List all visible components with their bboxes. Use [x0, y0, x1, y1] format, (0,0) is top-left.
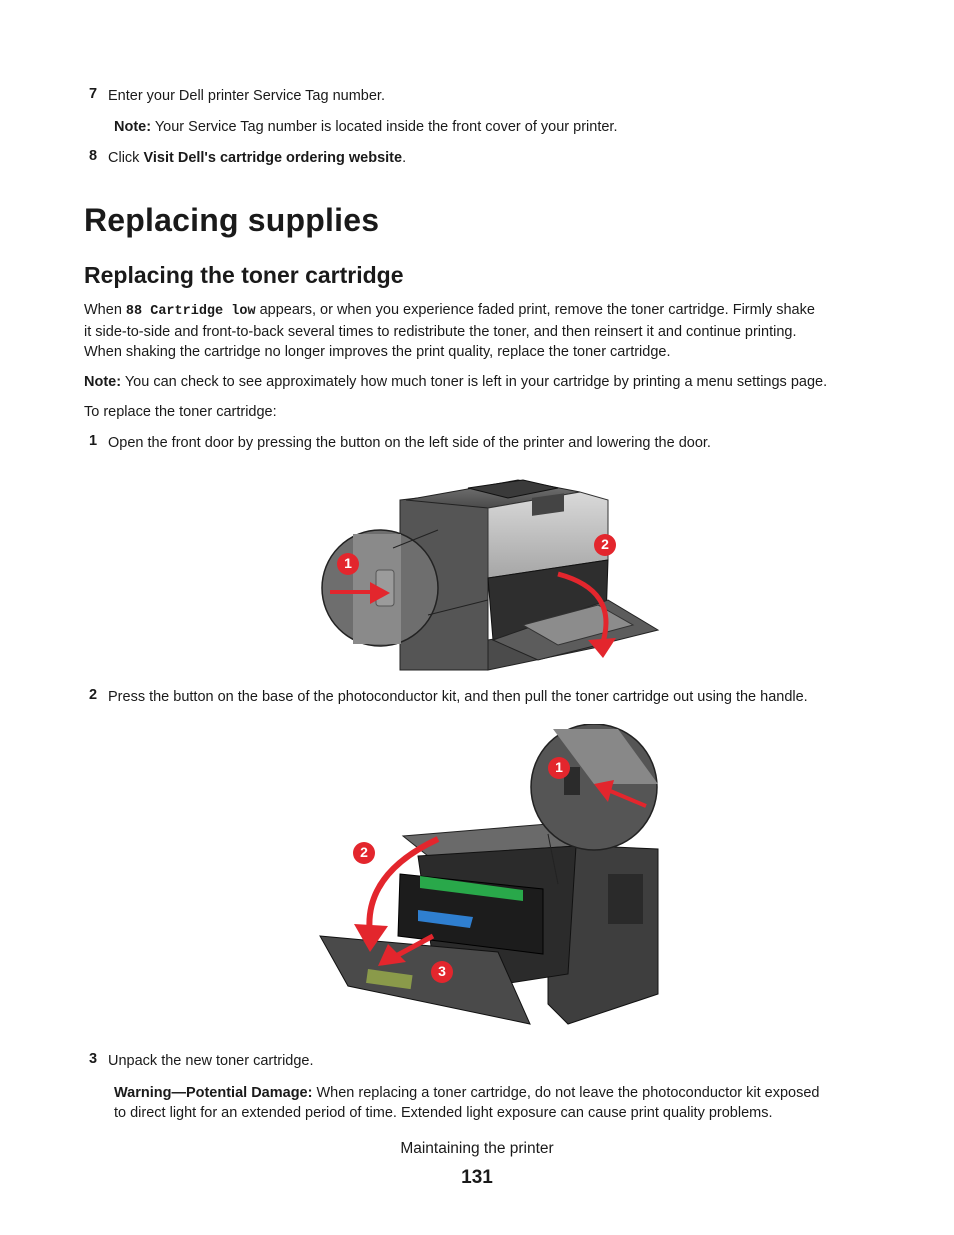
- callout-1: 1: [555, 759, 563, 775]
- note-text: Your Service Tag number is located insid…: [151, 119, 618, 135]
- step-text: Unpack the new toner cartridge.: [108, 1053, 314, 1069]
- step-number: 8: [89, 148, 98, 164]
- callout-1: 1: [344, 555, 352, 571]
- subsection-title: Replacing the toner cartridge: [84, 262, 404, 288]
- warning-paragraph: Warning—Potential Damage: When replacing…: [114, 1083, 884, 1123]
- step-text: Click Visit Dell's cartridge ordering we…: [108, 148, 406, 168]
- step-text: Press the button on the base of the phot…: [108, 689, 808, 705]
- warning-text: When replacing a toner cartridge, do not…: [312, 1085, 820, 1101]
- note-label: Note:: [114, 119, 152, 135]
- note-toner: Note: You can check to see approximately…: [84, 372, 827, 392]
- note-label: Note:: [84, 374, 122, 390]
- note-text: You can check to see approximately how m…: [121, 374, 828, 390]
- section-title: Replacing supplies: [84, 202, 380, 238]
- warning-label: Warning—Potential Damage:: [114, 1085, 313, 1101]
- callout-2: 2: [360, 844, 368, 860]
- intro-line-2: it side-to-side and front-to-back severa…: [84, 324, 797, 340]
- page-number: 131: [461, 1167, 493, 1188]
- intro-line-1: When 88 Cartridge low appears, or when y…: [84, 300, 884, 322]
- intro-line-3: When shaking the cartridge no longer imp…: [84, 344, 671, 360]
- warning-line-2: to direct light for an extended period o…: [114, 1105, 773, 1121]
- step-number: 3: [89, 1051, 98, 1067]
- intro-text: When: [84, 302, 126, 318]
- step-number: 1: [89, 433, 98, 449]
- figure-remove-toner: 1 2 3: [318, 724, 663, 1036]
- ordering-website-label: Visit Dell's cartridge ordering website: [143, 150, 403, 166]
- step-number: 2: [89, 687, 98, 703]
- step-text: Enter your Dell printer Service Tag numb…: [108, 88, 385, 104]
- footer-section: Maintaining the printer: [400, 1140, 554, 1157]
- step-text-part: .: [402, 150, 407, 166]
- procedure-lead: To replace the toner cartridge:: [84, 404, 277, 420]
- status-message: 88 Cartridge low: [125, 304, 256, 319]
- step-text-part: Click: [108, 150, 144, 166]
- step-number: 7: [89, 86, 98, 102]
- callout-2: 2: [601, 536, 609, 552]
- callout-3: 3: [438, 963, 446, 979]
- intro-paragraph: When 88 Cartridge low appears, or when y…: [84, 300, 884, 362]
- warning-line-1: Warning—Potential Damage: When replacing…: [114, 1083, 884, 1103]
- figure-open-front-door: 1 2: [318, 470, 663, 672]
- note-service-tag: Note: Your Service Tag number is located…: [114, 117, 617, 137]
- intro-text: appears, or when you experience faded pr…: [255, 302, 815, 318]
- step-text: Open the front door by pressing the butt…: [108, 435, 711, 451]
